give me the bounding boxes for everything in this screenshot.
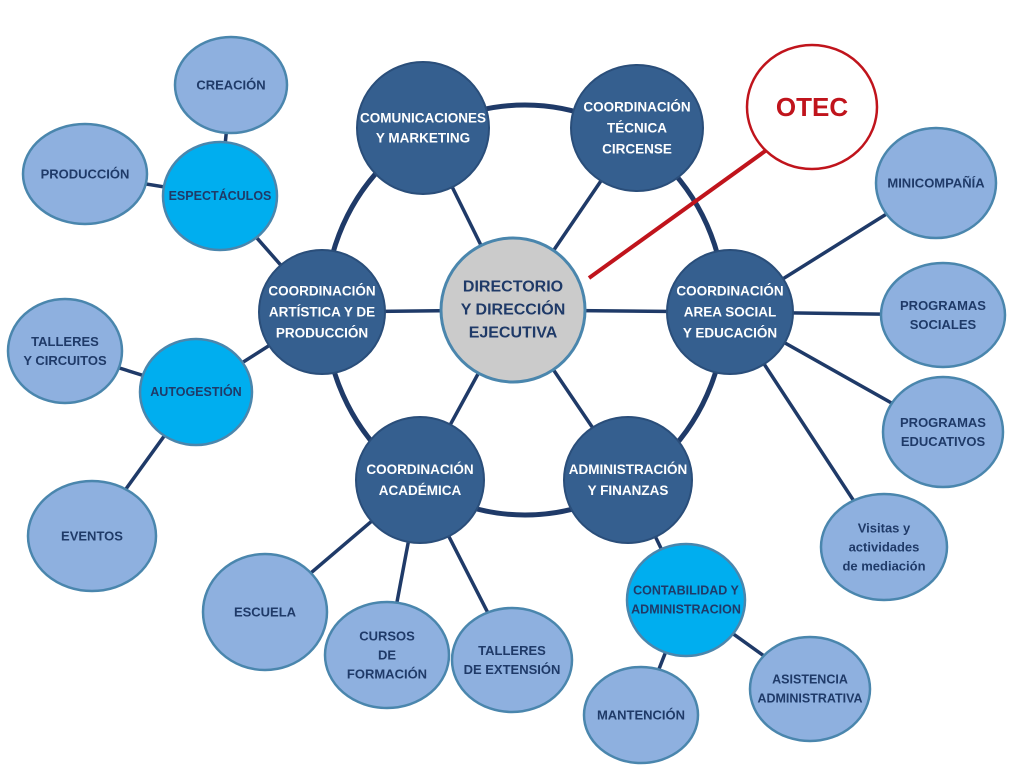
node-autogestion-label: AUTOGESTIÓN (150, 384, 241, 399)
node-coord-social-label: AREA SOCIAL (684, 305, 777, 320)
node-programas-sociales-label: SOCIALES (910, 317, 977, 332)
node-creacion: CREACIÓN (173, 35, 289, 135)
node-administracion: ADMINISTRACIÓN Y FINANZAS (563, 416, 693, 544)
node-center-circle (439, 236, 587, 384)
node-minicompania-label: MINICOMPAÑÍA (887, 176, 985, 191)
node-talleres-extension-label: TALLERES (478, 643, 546, 658)
node-coord-tecnica-circle (570, 64, 704, 192)
node-center-label: Y DIRECCIÓN (461, 300, 566, 319)
node-coord-tecnica-label: COORDINACIÓN (583, 100, 690, 115)
node-center-label: EJECUTIVA (469, 325, 558, 342)
node-coord-social: COORDINACIÓN AREA SOCIAL Y EDUCACIÓN (666, 249, 794, 375)
node-otec-label: OTEC (776, 92, 848, 122)
node-otec-circle (745, 43, 879, 171)
node-talleres-extension-label: DE EXTENSIÓN (464, 662, 561, 677)
node-comunicaciones: COMUNICACIONES Y MARKETING (356, 61, 490, 195)
node-minicompania: MINICOMPAÑÍA (874, 126, 998, 240)
node-comunicaciones-circle (356, 61, 490, 195)
node-creacion-circle (173, 35, 289, 135)
node-contabilidad-label: ADMINISTRACION (631, 603, 741, 617)
node-produccion-circle (21, 122, 149, 226)
node-programas-sociales-circle (879, 261, 1007, 369)
node-coord-artistica-label: ARTÍSTICA Y DE (269, 305, 375, 320)
node-escuela-label: ESCUELA (234, 605, 297, 620)
node-asistencia-circle (748, 635, 872, 743)
node-asistencia-label: ASISTENCIA (772, 673, 848, 687)
node-comunicaciones-label: COMUNICACIONES (360, 111, 486, 126)
node-escuela: ESCUELA (201, 552, 329, 672)
node-programas-educativos-label: PROGRAMAS (900, 415, 986, 430)
connector-center-otec (587, 147, 770, 280)
node-center-label: DIRECTORIO (463, 279, 563, 296)
node-programas-educativos-circle (881, 375, 1005, 489)
node-produccion-label: PRODUCCIÓN (41, 167, 130, 182)
node-coord-tecnica-label: TÉCNICA (607, 121, 667, 136)
node-eventos: EVENTOS (26, 479, 158, 593)
node-coord-social-label: COORDINACIÓN (676, 284, 783, 299)
node-talleres-circuitos: TALLERES Y CIRCUITOS (6, 297, 124, 405)
node-eventos-label: EVENTOS (61, 529, 123, 544)
node-programas-educativos-label: EDUCATIVOS (901, 434, 986, 449)
node-talleres-circuitos-label: Y CIRCUITOS (23, 353, 107, 368)
node-visitas-label: de mediación (842, 559, 925, 574)
node-mantencion-circle (582, 665, 700, 765)
node-cursos-circle (323, 600, 451, 710)
node-coord-social-label: Y EDUCACIÓN (683, 326, 777, 341)
node-programas-sociales: PROGRAMAS SOCIALES (879, 261, 1007, 369)
node-espectaculos-circle (161, 140, 279, 252)
node-coord-artistica-circle (258, 249, 386, 375)
node-mantencion-label: MANTENCIÓN (597, 708, 685, 723)
node-produccion: PRODUCCIÓN (21, 122, 149, 226)
node-visitas-label: actividades (849, 540, 920, 555)
node-cursos: CURSOS DE FORMACIÓN (323, 600, 451, 710)
node-coord-academica-label: ACADÉMICA (379, 483, 462, 498)
node-eventos-circle (26, 479, 158, 593)
node-talleres-extension-circle (450, 606, 574, 714)
node-minicompania-circle (874, 126, 998, 240)
diagram-nodes: DIRECTORIO Y DIRECCIÓN EJECUTIVA COMUNICACI… (6, 35, 1007, 765)
node-administracion-label: ADMINISTRACIÓN (569, 462, 688, 477)
node-mantencion: MANTENCIÓN (582, 665, 700, 765)
node-espectaculos-label: ESPECTÁCULOS (169, 188, 272, 203)
node-coord-artistica-label: COORDINACIÓN (268, 284, 375, 299)
node-programas-educativos: PROGRAMAS EDUCATIVOS (881, 375, 1005, 489)
node-coord-artistica-label: PRODUCCIÓN (276, 326, 368, 341)
node-contabilidad-circle (625, 542, 747, 658)
node-administracion-circle (563, 416, 693, 544)
node-coord-social-circle (666, 249, 794, 375)
node-coord-tecnica: COORDINACIÓN TÉCNICA CIRCENSE (570, 64, 704, 192)
node-otec: OTEC (745, 43, 879, 171)
node-coord-academica-label: COORDINACIÓN (366, 462, 473, 477)
node-visitas: Visitas y actividades de mediación (819, 492, 949, 602)
node-cursos-label: DE (378, 648, 396, 663)
node-comunicaciones-label: Y MARKETING (376, 131, 470, 146)
node-coord-academica: COORDINACIÓN ACADÉMICA (355, 416, 485, 544)
node-talleres-circuitos-label: TALLERES (31, 334, 99, 349)
node-administracion-label: Y FINANZAS (588, 483, 669, 498)
node-contabilidad: CONTABILIDAD Y ADMINISTRACION (625, 542, 747, 658)
node-visitas-label: Visitas y (858, 521, 911, 536)
node-coord-academica-circle (355, 416, 485, 544)
node-espectaculos: ESPECTÁCULOS (161, 140, 279, 252)
node-center: DIRECTORIO Y DIRECCIÓN EJECUTIVA (439, 236, 587, 384)
node-escuela-circle (201, 552, 329, 672)
node-coord-tecnica-label: CIRCENSE (602, 142, 672, 157)
node-cursos-label: FORMACIÓN (347, 667, 427, 682)
node-contabilidad-label: CONTABILIDAD Y (633, 584, 739, 598)
node-talleres-circuitos-circle (6, 297, 124, 405)
node-asistencia-label: ADMINISTRATIVA (757, 692, 862, 706)
node-autogestion-circle (138, 337, 254, 447)
node-autogestion: AUTOGESTIÓN (138, 337, 254, 447)
node-talleres-extension: TALLERES DE EXTENSIÓN (450, 606, 574, 714)
node-coord-artistica: COORDINACIÓN ARTÍSTICA Y DE PRODUCCIÓN (258, 249, 386, 375)
node-asistencia: ASISTENCIA ADMINISTRATIVA (748, 635, 872, 743)
node-visitas-circle (819, 492, 949, 602)
node-creacion-label: CREACIÓN (196, 78, 265, 93)
node-programas-sociales-label: PROGRAMAS (900, 298, 986, 313)
node-cursos-label: CURSOS (359, 629, 415, 644)
